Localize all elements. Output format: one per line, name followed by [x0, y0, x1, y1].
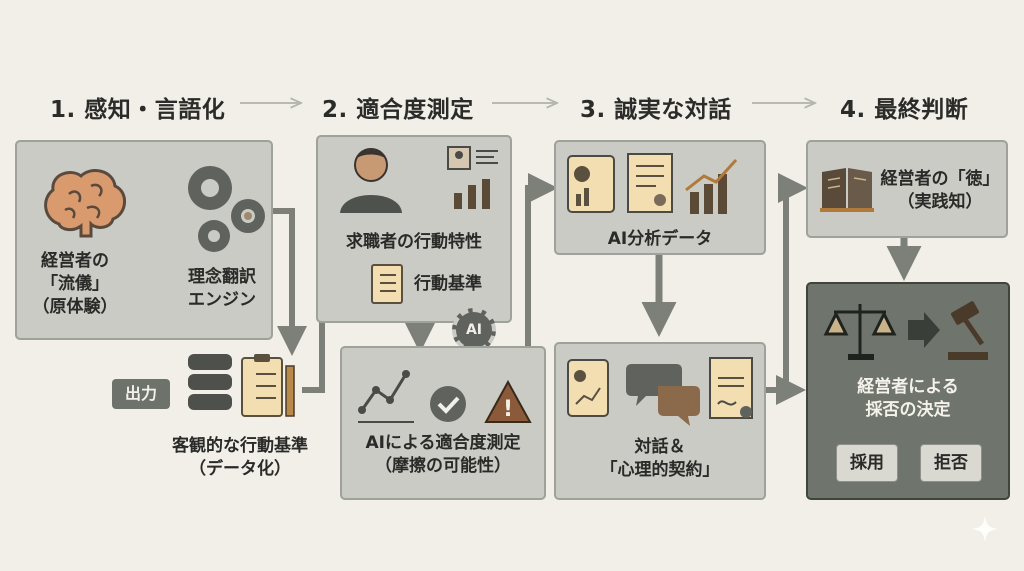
ai-data-box: AI分析データ [554, 140, 766, 255]
candidate-box: 求職者の行動特性 行動基準 [316, 135, 512, 323]
virtue-line-2: （実践知） [897, 191, 983, 212]
philosophy-line-1: 経営者の [41, 251, 109, 271]
philosophy-box: 経営者の 「流儀」 （原体験） 理念翻訳 エンジン [15, 140, 273, 340]
measurement-line-1: AIによる適合度測定 [365, 433, 521, 453]
decision-line-1: 経営者による [857, 377, 959, 397]
stage-3-title: 3. 誠実な対話 [580, 97, 732, 123]
dialogue-label: 対話＆ 「心理的契約」 [556, 436, 764, 482]
dialogue-line-2: 「心理的契約」 [600, 459, 720, 480]
scale-gavel-icons [823, 301, 988, 360]
trend-check-warning-icons: ! [358, 370, 532, 423]
engine-line-1: 理念翻訳 [188, 267, 256, 287]
brain-icon [44, 169, 126, 238]
measurement-line-2: （摩擦の可能性） [375, 455, 511, 476]
engine-label: 理念翻訳 エンジン [167, 266, 277, 312]
criteria-line-2: （データ化） [189, 458, 291, 479]
virtue-line-1: 経営者の「徳」 [880, 169, 1000, 189]
book-icon [820, 168, 874, 212]
database-checklist-icon [188, 354, 295, 417]
philosophy-line-3: （原体験） [32, 296, 118, 317]
checklist-icon [371, 264, 403, 304]
decision-box: 経営者による 採否の決定 採用 拒否 [806, 282, 1010, 500]
measurement-label: AIによる適合度測定 （摩擦の可能性） [342, 432, 544, 478]
philosophy-line-2: 「流儀」 [41, 273, 109, 294]
stage-1-title: 1. 感知・言語化 [50, 97, 226, 123]
dialogue-line-1: 対話＆ [634, 437, 686, 457]
dialogue-box: 対話＆ 「心理的契約」 [554, 342, 766, 500]
measurement-box: ! AIによる適合度測定 （摩擦の可能性） [340, 346, 546, 500]
profile-chart-icon [447, 146, 498, 209]
decision-label: 経営者による 採否の決定 [808, 376, 1008, 422]
engine-line-2: エンジン [188, 289, 256, 310]
dialogue-icons [567, 357, 753, 426]
virtue-box: 経営者の「徳」 （実践知） [806, 140, 1008, 238]
person-icon [340, 148, 402, 213]
behavior-criteria-label: 行動基準 [414, 274, 482, 294]
sparkle-icon [972, 516, 998, 542]
decision-line-2: 採否の決定 [865, 399, 951, 420]
data-docs-icon [567, 153, 738, 214]
reject-button[interactable]: 拒否 [920, 444, 982, 482]
philosophy-label: 経営者の 「流儀」 （原体験） [27, 250, 123, 319]
virtue-label: 経営者の「徳」 （実践知） [874, 168, 1006, 214]
stage-2-title: 2. 適合度測定 [322, 97, 474, 123]
svg-text:!: ! [503, 397, 513, 422]
gears-icon [188, 166, 265, 252]
ai-data-label: AI分析データ [607, 229, 713, 249]
accept-button[interactable]: 採用 [836, 444, 898, 482]
criteria-line-1: 客観的な行動基準 [172, 436, 308, 456]
ai-gear-label: AI [465, 322, 483, 338]
candidate-traits-label: 求職者の行動特性 [346, 232, 482, 252]
output-badge: 出力 [112, 379, 170, 409]
criteria-label: 客観的な行動基準 （データ化） [150, 435, 330, 481]
stage-4-title: 4. 最終判断 [840, 97, 969, 123]
